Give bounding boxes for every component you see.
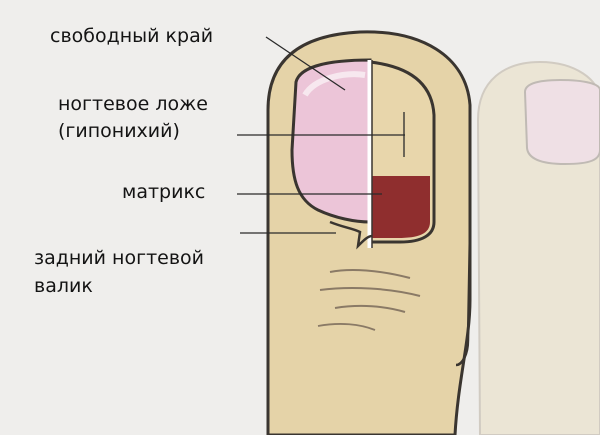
matrix-region <box>372 176 430 238</box>
label-proximal-fold: задний ногтевой <box>34 247 204 269</box>
leader-line-free-edge <box>265 36 346 91</box>
knuckle-crease <box>319 287 421 297</box>
label-proximal-fold-cont: валик <box>34 275 93 297</box>
label-matrix: матрикс <box>122 181 206 203</box>
label-free-edge: свободный край <box>50 25 214 47</box>
nail <box>290 58 436 250</box>
knuckle-crease <box>329 269 411 279</box>
label-nail-bed: ногтевое ложе <box>58 93 208 115</box>
proximal-fold-notch <box>329 220 373 250</box>
nail-plate-pink <box>290 58 372 224</box>
leader-lines <box>237 36 405 234</box>
knuckle-crease <box>317 323 376 331</box>
neighbor-finger <box>476 60 600 435</box>
label-hyponychium: (гипонихий) <box>58 120 180 142</box>
knuckle-crease <box>334 304 406 313</box>
